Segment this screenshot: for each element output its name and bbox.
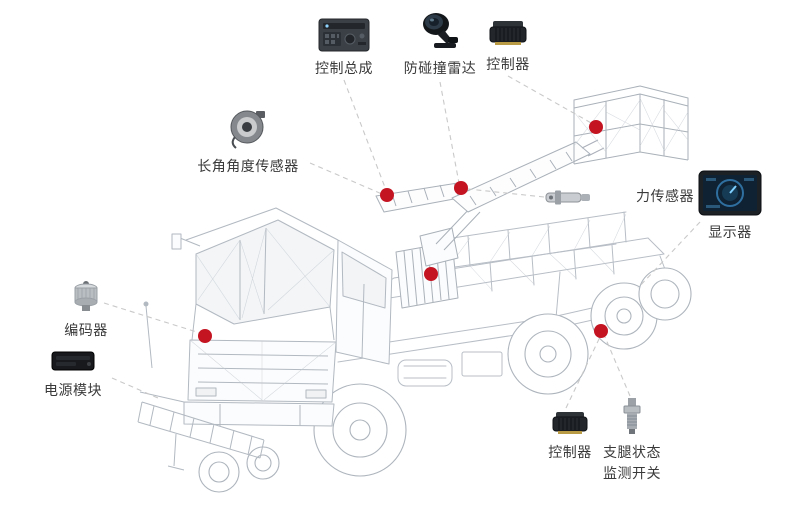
marker-dot-boom-pivot: [380, 188, 394, 202]
marker-dot-rear-axle: [594, 324, 608, 338]
callout-anti-collision-radar: [439, 81, 460, 184]
component-control-assembly: 控制总成: [300, 18, 388, 79]
marker-dot-basket: [589, 120, 603, 134]
component-label: 控制总成: [315, 60, 373, 76]
component-label: 控制器: [548, 444, 592, 460]
truck-cab: [171, 207, 393, 427]
component-angle-sensor: 长角角度传感器: [186, 106, 310, 177]
component-label: 支腿状态 监测开关: [603, 444, 661, 481]
component-controller-top: 控制器: [478, 18, 538, 75]
callout-display: [637, 221, 701, 289]
callout-angle-sensor: [309, 162, 383, 195]
component-label: 编码器: [64, 322, 108, 338]
component-label: 防碰撞雷达: [403, 60, 477, 76]
callout-lines: [103, 75, 701, 409]
component-encoder: 编码器: [52, 278, 120, 341]
controller-box-icon: [487, 18, 529, 48]
callout-outrigger-switch: [604, 336, 631, 397]
control-panel-icon: [318, 18, 370, 52]
callout-encoder: [103, 302, 201, 334]
truck-cab-mesh: [189, 227, 337, 401]
component-force-sensor: 力传感器: [544, 186, 694, 207]
component-power-module: 电源模块: [34, 348, 112, 401]
component-controller-bottom: 控制器: [540, 410, 600, 463]
power-module-icon: [50, 348, 96, 374]
callout-force-sensor: [467, 188, 545, 198]
truck-front-outrigger: [137, 301, 265, 471]
limit-switch-icon: [619, 396, 645, 436]
component-label: 控制器: [486, 56, 530, 72]
component-anti-collision-radar: 防碰撞雷达: [396, 10, 484, 79]
marker-dot-boom-mid: [454, 181, 468, 195]
truck-basket: [573, 85, 689, 165]
controller-box-icon: [550, 410, 590, 436]
component-label: 电源模块: [44, 382, 102, 398]
marker-dot-cab: [198, 329, 212, 343]
cable-reel-sensor-icon: [226, 106, 270, 150]
component-label: 长角角度传感器: [197, 158, 299, 174]
truck-turret-boom: [375, 139, 605, 309]
load-pin-icon: [544, 187, 592, 207]
marker-dots: [198, 120, 608, 343]
callout-controller-top: [507, 75, 594, 125]
callout-control-assembly: [343, 79, 387, 191]
component-label: 显示器: [708, 224, 752, 240]
component-label: 力传感器: [636, 188, 694, 204]
display-screen-icon: [698, 170, 762, 216]
callout-controller-bottom: [565, 336, 601, 409]
marker-dot-turret: [424, 267, 438, 281]
component-outrigger-switch: 支腿状态 监测开关: [590, 396, 674, 484]
encoder-cylinder-icon: [66, 278, 106, 314]
radar-sensor-icon: [418, 10, 462, 52]
component-display: 显示器: [694, 170, 766, 243]
